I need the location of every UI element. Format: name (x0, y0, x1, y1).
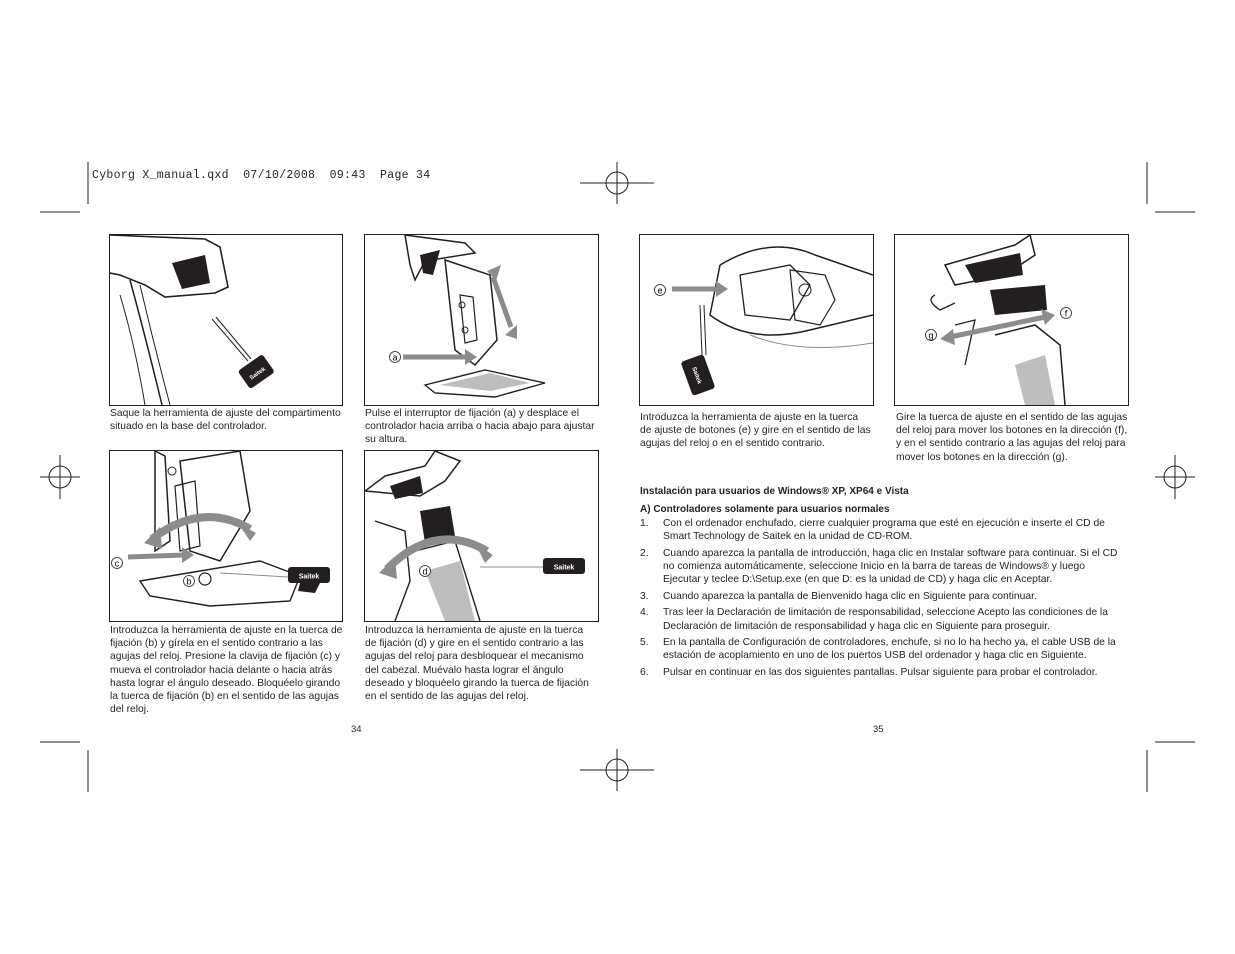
install-subheading: A) Controladores solamente para usuarios… (640, 504, 890, 515)
step-text: En la pantalla de Configuración de contr… (663, 637, 1116, 662)
angle-adjust-illustration: Saitek c b (111, 451, 330, 607)
caption-5: Introduzca la herramienta de ajuste en l… (640, 412, 871, 450)
figure-angle-adjust: Saitek c b (109, 450, 343, 622)
tool-brand: Saitek (299, 574, 320, 581)
caption-6: Gire la tuerca de ajuste en el sentido d… (896, 412, 1128, 463)
controller-base-illustration: Saitek (110, 235, 274, 405)
step-item: 4. Tras leer la Declaración de limitación… (640, 606, 1124, 632)
step-number: 3. (640, 590, 649, 602)
figure-button-adjust: Saitek e (639, 234, 874, 406)
step-item: 5. En la pantalla de Configuración de con… (640, 636, 1124, 662)
step-text: Pulsar en continuar en las dos siguiente… (663, 666, 1098, 678)
step-item: 2. Cuando aparezca la pantalla de introdu… (640, 547, 1124, 587)
step-number: 1. (640, 518, 649, 529)
page-number-right: 35 (873, 724, 884, 735)
label-d: d (422, 567, 427, 577)
step-text: Tras leer la Declaración de limitación d… (663, 607, 1108, 632)
step-text: Con el ordenador enchufado, cierre cualq… (663, 518, 1105, 543)
height-adjust-illustration: a (389, 235, 546, 398)
step-number: 6. (640, 666, 649, 678)
button-adjust-illustration: Saitek e (654, 246, 873, 396)
tool-brand: Saitek (554, 565, 575, 572)
step-text: Cuando aparezca la pantalla de Bienvenid… (663, 590, 1037, 602)
step-item: 1. Con el ordenador enchufado, cierre cua… (640, 517, 1124, 543)
page-number-left: 34 (351, 724, 362, 735)
label-f: f (1065, 309, 1068, 319)
step-number: 5. (640, 637, 649, 649)
label-b: b (186, 577, 191, 587)
install-heading: Instalación para usuarios de Windows® XP… (640, 486, 909, 497)
step-item: 3. Cuando aparezca la pantalla de Bienven… (640, 590, 1124, 603)
figure-height-adjust: a (364, 234, 599, 406)
label-a: a (392, 353, 397, 363)
label-e: e (657, 286, 662, 296)
step-text: Cuando aparezca la pantalla de introducc… (663, 547, 1118, 586)
label-g: g (928, 331, 933, 341)
install-steps: 1. Con el ordenador enchufado, cierre cua… (640, 517, 1124, 683)
button-direction-illustration: f g (925, 235, 1072, 405)
figure-head-adjust: Saitek d (364, 450, 599, 622)
caption-4: Introduzca la herramienta de ajuste en l… (365, 625, 589, 703)
step-item: 6. Pulsar en continuar en las dos siguien… (640, 666, 1124, 679)
caption-1: Saque la herramienta de ajuste del compa… (110, 408, 341, 433)
step-number: 4. (640, 607, 649, 619)
label-c: c (115, 559, 120, 569)
figure-tool-compartment: Saitek (109, 234, 343, 406)
head-adjust-illustration: Saitek d (365, 451, 585, 621)
caption-2: Pulse el interruptor de fijación (a) y d… (365, 408, 595, 446)
file-slug: Cyborg X_manual.qxd 07/10/2008 09:43 Pag… (92, 169, 431, 182)
figure-button-direction: f g (894, 234, 1129, 406)
tool-brand: Saitek (690, 366, 702, 385)
step-number: 2. (640, 547, 649, 559)
caption-3: Introduzca la herramienta de ajuste en l… (110, 625, 343, 716)
